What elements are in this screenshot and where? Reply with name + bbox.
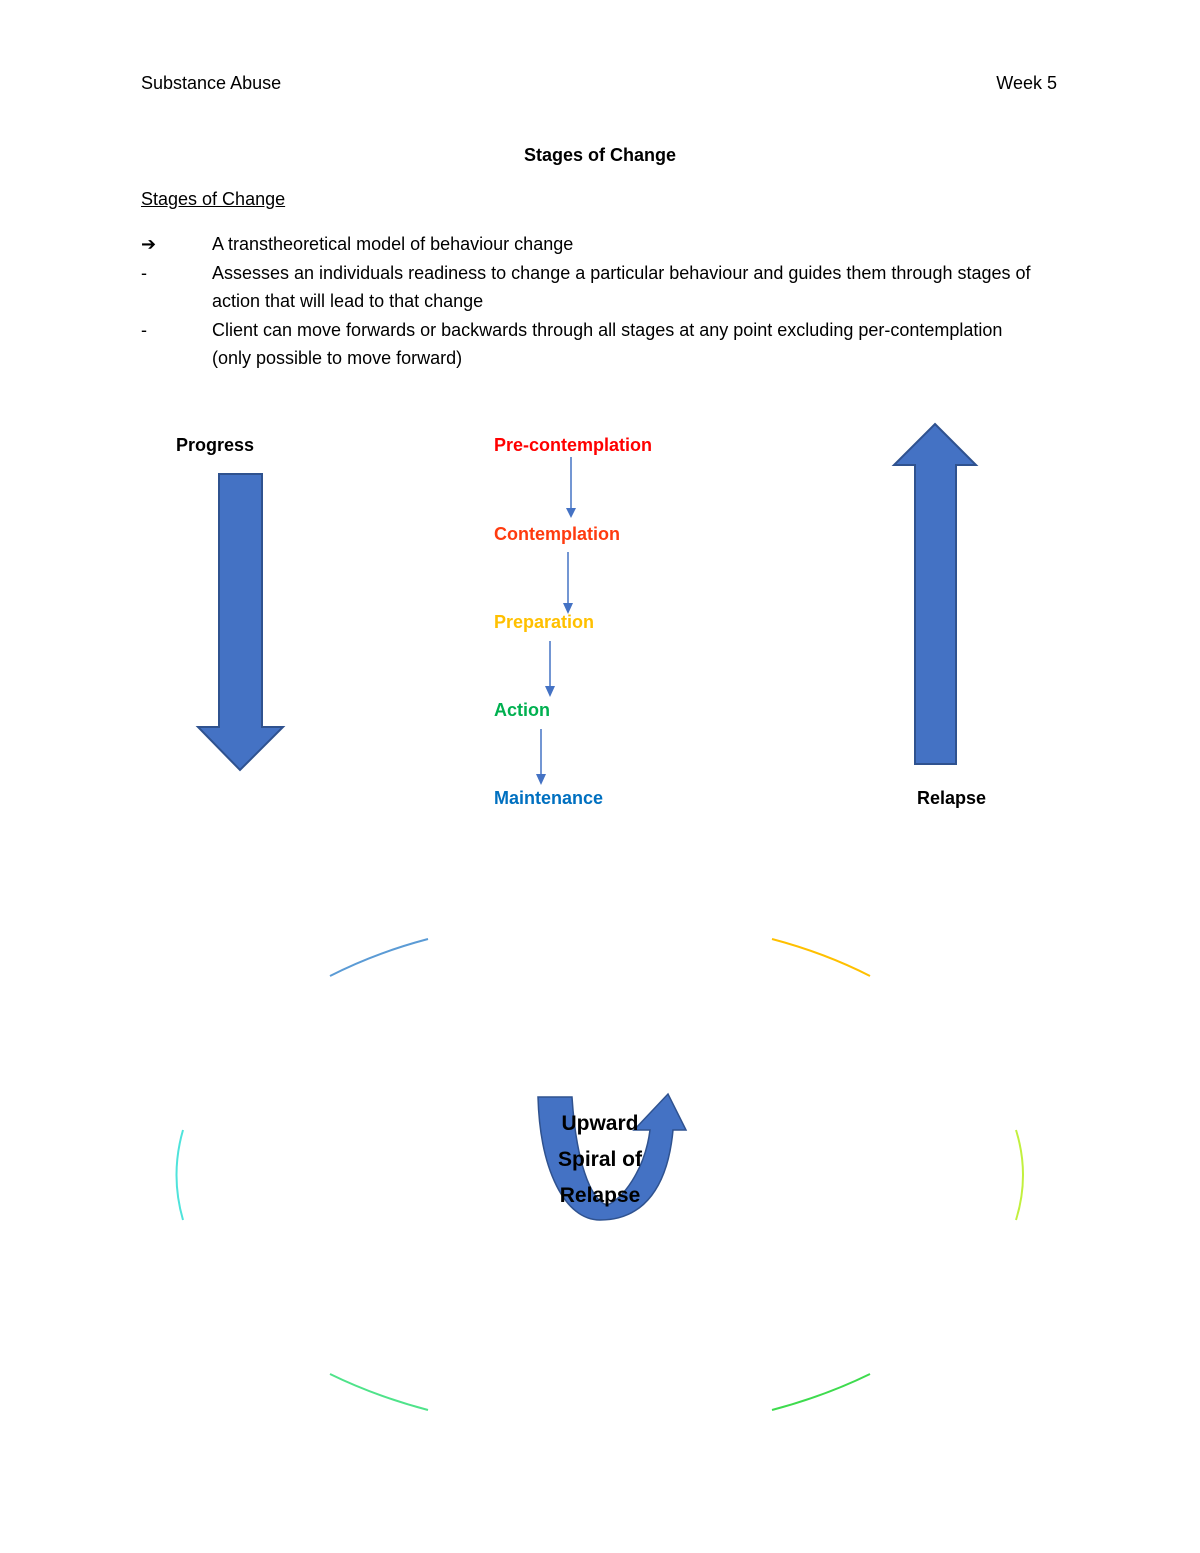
arc-bottom-right (771, 1373, 871, 1411)
arc-top-left (329, 938, 429, 977)
stage-maintenance: Maintenance (494, 788, 604, 808)
list-item-text: Assesses an individuals readiness to cha… (212, 262, 1031, 312)
u-turn-arrow-icon (537, 1092, 688, 1221)
page-title: Stages of Change (523, 145, 677, 165)
relapse-label: Relapse (917, 788, 987, 808)
stage-precontemplation: Pre-contemplation (494, 435, 653, 455)
list-item: - Assesses an individuals readiness to c… (141, 259, 1041, 316)
progress-down-arrow-icon (195, 473, 286, 772)
section-heading: Stages of Change (141, 189, 286, 209)
stage-contemplation: Contemplation (494, 524, 620, 544)
upward-spiral-label: Upward Spiral of Relapse (540, 1106, 660, 1214)
arrow-bullet-icon: ➔ (141, 234, 157, 254)
header-course-name: Substance Abuse (141, 73, 282, 93)
list-item: ➔ A transtheoretical model of behaviour … (141, 230, 1041, 259)
progress-label: Progress (176, 435, 255, 455)
list-item-text: A transtheoretical model of behaviour ch… (212, 234, 574, 254)
stage-action: Action (494, 700, 550, 720)
arc-left (175, 1129, 184, 1221)
stage-preparation: Preparation (494, 612, 595, 632)
cycle-arcs (175, 938, 1024, 1411)
spiral-text-line: Relapse (559, 1184, 641, 1207)
arc-right (1015, 1129, 1024, 1221)
header-week: Week 5 (996, 73, 1057, 93)
stage-connector-arrows (536, 457, 576, 785)
arc-bottom-left (329, 1373, 429, 1411)
spiral-text-line: Upward (561, 1112, 639, 1135)
arc-top-right (771, 938, 871, 977)
list-item: - Client can move forwards or backwards … (141, 316, 1041, 373)
dash-bullet: - (141, 262, 147, 283)
relapse-up-arrow-icon (891, 422, 979, 765)
bullet-list: ➔ A transtheoretical model of behaviour … (141, 230, 1041, 373)
spiral-text-line: Spiral of (557, 1148, 642, 1171)
list-item-text: Client can move forwards or backwards th… (212, 319, 1003, 369)
dash-bullet: - (141, 319, 147, 340)
